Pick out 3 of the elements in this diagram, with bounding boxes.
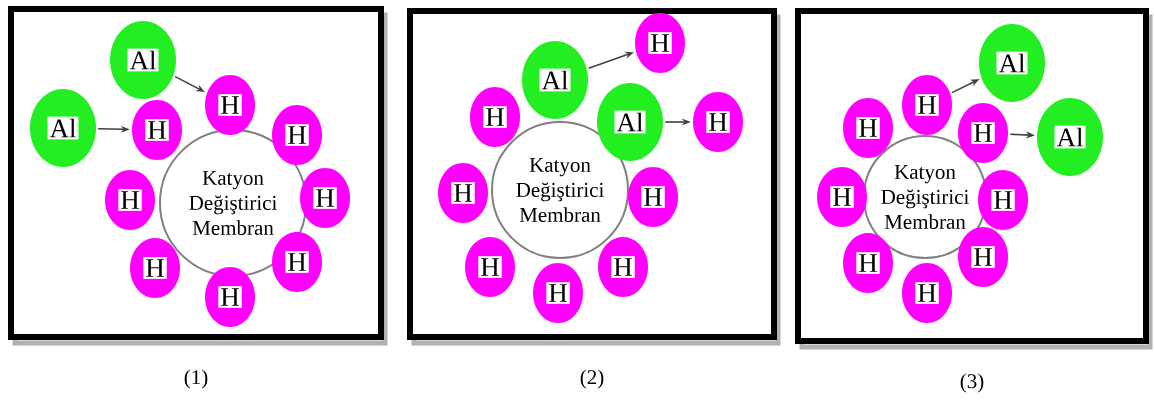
panel-caption: (2) (580, 369, 604, 389)
panel-caption: (1) (184, 369, 208, 389)
panel-caption: (3) (960, 373, 984, 393)
